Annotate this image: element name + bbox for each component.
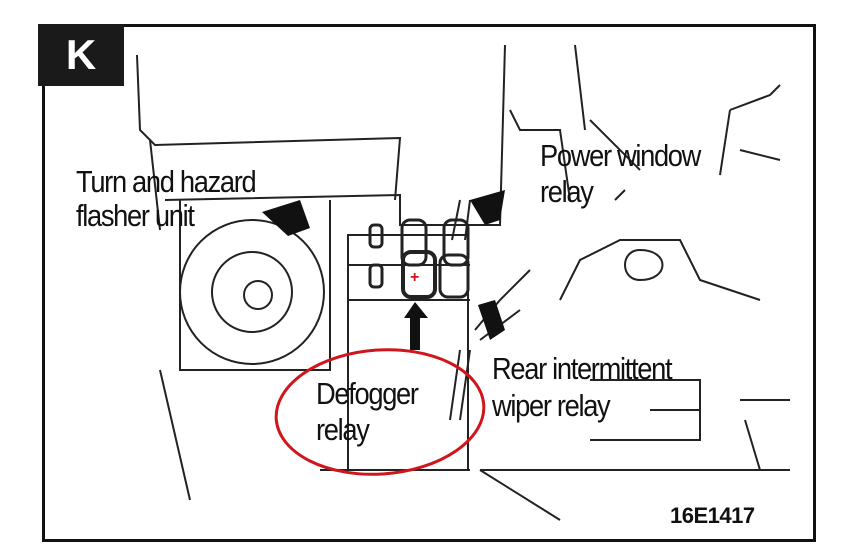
label-wiper-relay: wiper relay: [492, 388, 611, 423]
relay-socket: [442, 218, 470, 267]
speaker: [179, 219, 325, 365]
label-rear-intermittent: Rear intermittent: [492, 351, 673, 386]
diagram-frame: [42, 24, 816, 542]
lower-dash: [159, 369, 561, 521]
label-power-window: Power window: [540, 138, 701, 173]
dash-outline: [136, 54, 402, 201]
speaker-cone: [211, 251, 293, 333]
relay-socket: [400, 218, 428, 267]
label-turn-hazard: Turn and hazard: [76, 164, 257, 199]
dash-far-right: [719, 84, 781, 176]
arrow-rear-wiper: [478, 300, 505, 340]
bracket: [559, 239, 761, 301]
leader-lines: [614, 189, 700, 411]
arrow-flasher: [262, 200, 310, 236]
figure-code: 16E1417: [670, 503, 755, 528]
fuse: [368, 223, 384, 249]
label-flasher-unit: flasher unit: [76, 198, 195, 233]
label-power-window-relay: relay: [540, 174, 594, 209]
defogger-relay-socket: [401, 250, 437, 299]
dash-edge: [149, 139, 161, 231]
red-circle-annotation: [274, 348, 486, 476]
fuse: [368, 263, 384, 289]
relay-socket: [438, 253, 470, 299]
panel-letter: K: [38, 24, 124, 86]
arrow-power-window: [470, 190, 505, 225]
dash-right: [509, 44, 641, 201]
dash-panel: [164, 44, 506, 226]
speaker-center: [243, 280, 273, 310]
arrow-defogger: [404, 302, 428, 350]
red-marker: +: [410, 269, 419, 286]
label-defogger: Defogger: [316, 376, 419, 411]
speaker-mount: [179, 200, 331, 371]
label-defogger-relay: relay: [316, 412, 370, 447]
